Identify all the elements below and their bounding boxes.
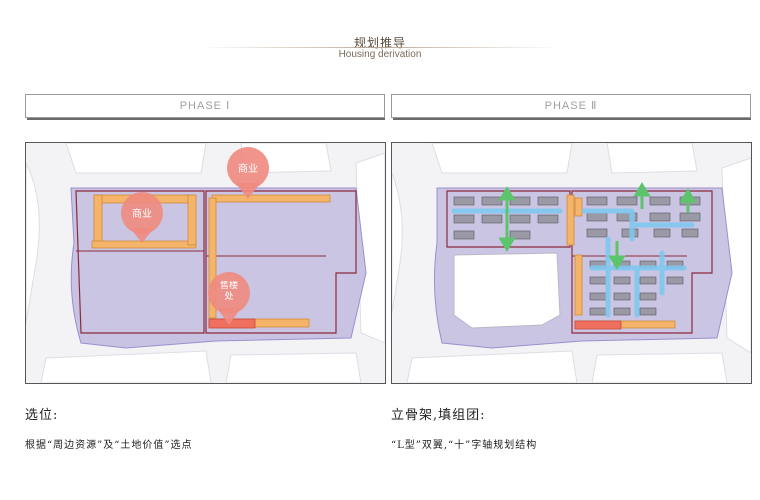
sales-office-pin-label: 售楼处 [219,281,238,302]
phase-1-label: PHASE Ⅰ [179,100,231,112]
site-boundary-west [75,190,205,334]
existing-block [453,252,561,329]
phase-1-site-plan: 商业 商业 售楼处 [25,142,386,384]
title-divider [200,47,560,48]
phase-2-label: PHASE Ⅱ [544,100,598,112]
sales-office-pin: 售楼处 [208,272,250,325]
commercial-pin-east: 商业 [227,147,269,199]
site-boundary-west [446,190,571,248]
phase-2-caption-text: “L型”双翼,“十”字轴规划结构 [391,440,538,451]
phase-2-site-plan [391,142,752,384]
primary-axis [451,208,695,318]
residential-buildings [453,196,701,316]
page-title: 规划推导 [353,36,406,50]
phase-2-site-plan-svg [392,143,751,383]
sales-office-block [574,320,622,330]
phase-2-caption-title: 立骨架,填组团: [391,408,486,423]
secondary-axis-arrows [498,182,697,270]
phase-2-label-box: PHASE Ⅱ [391,94,751,120]
site-boundary-east [571,190,713,334]
commercial-pin-west: 商业 [121,192,163,243]
phase-1-site-plan-svg: 商业 商业 售楼处 [26,143,385,383]
commercial-pin-west-label: 商业 [132,207,152,220]
phase-1-caption-title: 选位: [25,408,59,423]
phase-1-label-box: PHASE Ⅰ [25,94,385,120]
commercial-pin-east-label: 商业 [238,162,258,175]
page-subtitle: Housing derivation [338,49,422,60]
phase-1-caption-text: 根据“周边资源”及“土地价值”选点 [25,440,193,451]
